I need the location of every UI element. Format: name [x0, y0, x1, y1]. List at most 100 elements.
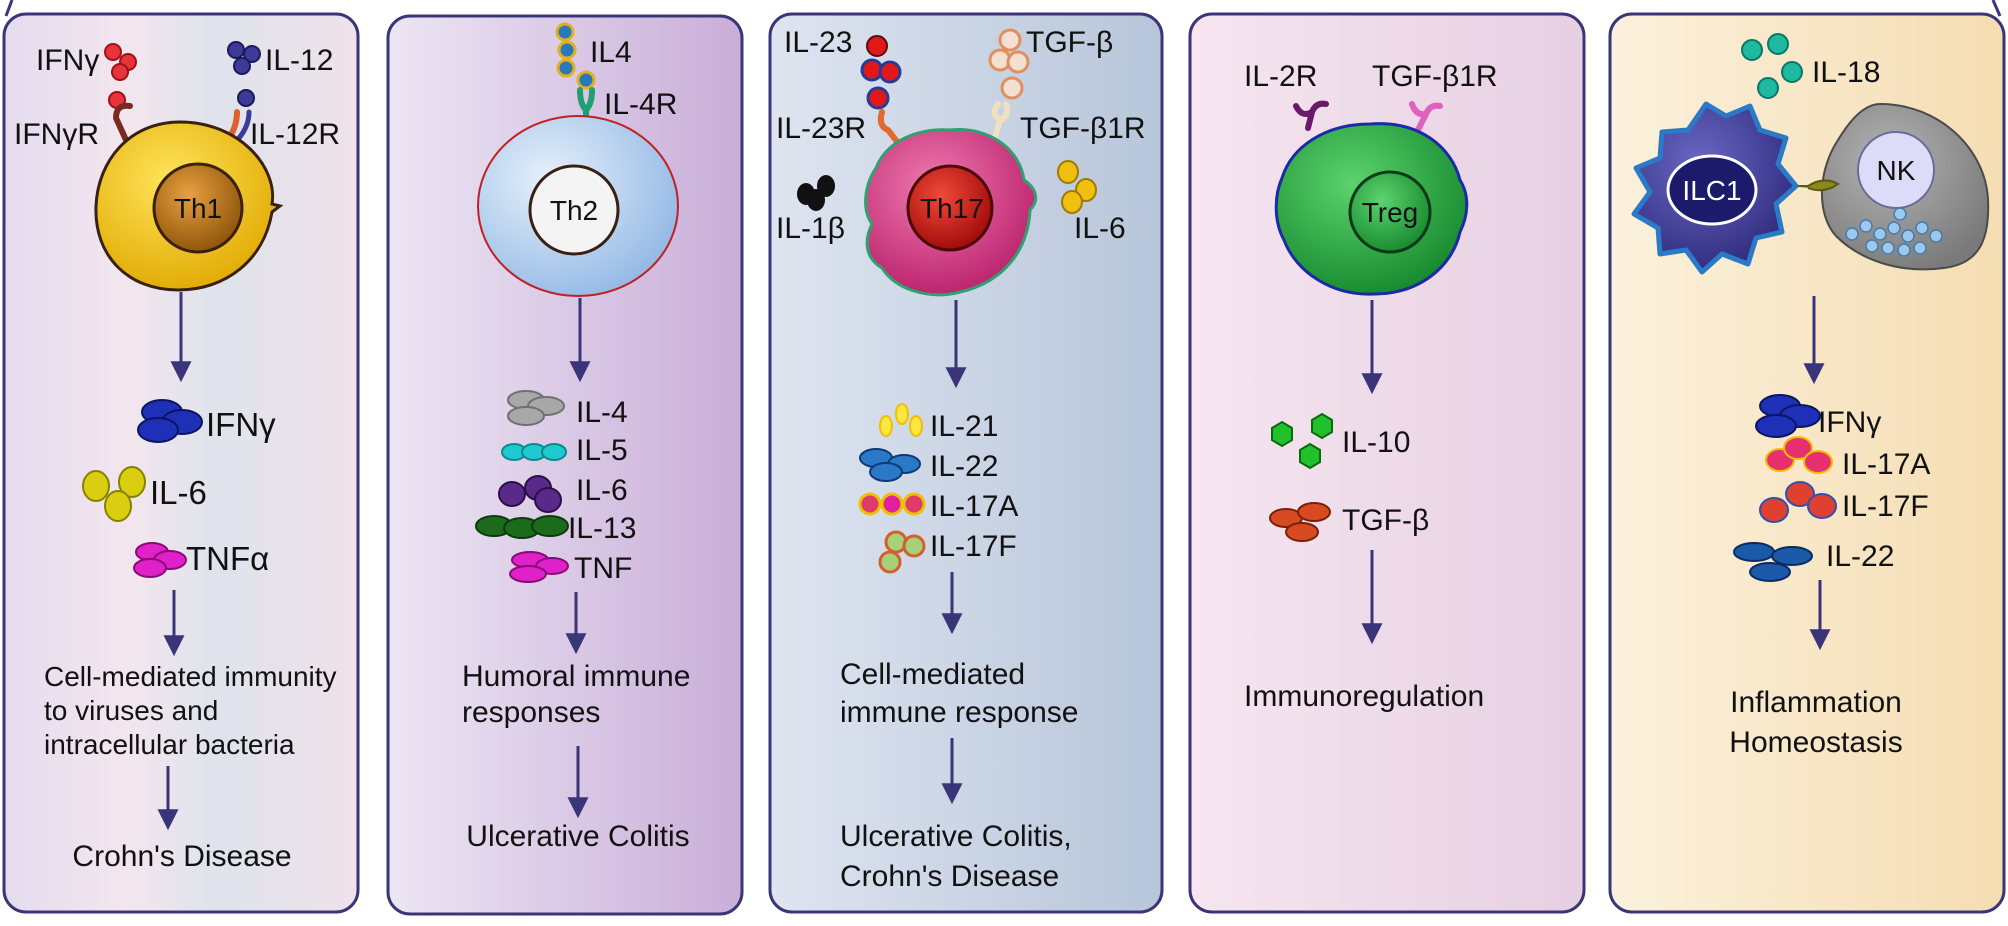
- ilc1-cell-label: ILC1: [1682, 175, 1741, 206]
- th2-cell-label: Th2: [550, 195, 598, 226]
- th1-ligand-il12: IL-12: [265, 44, 333, 77]
- panel-th17: IL-23 TGF-β IL-23R TGF-β1R IL-1β IL-6 Th…: [768, 12, 1164, 914]
- panel-th1: IFNγ IL-12 IFNγR IL-12R Th1 IFNγ IL-6: [2, 12, 360, 914]
- th1-disease: Crohn's Disease: [72, 840, 291, 873]
- il12-ligand-icon: [227, 41, 261, 107]
- ifng-ilc1-output-icon: [1755, 394, 1821, 438]
- il6-th2-output-icon: [498, 475, 562, 513]
- treg-nucleus-icon: [1348, 170, 1432, 254]
- tgfb1r-treg-receptor-icon: [1409, 101, 1443, 133]
- il22-ilc1-output-icon: [1733, 542, 1813, 582]
- tgfb-ligand-icon: [988, 28, 1030, 100]
- th17-output-il17a: IL-17A: [930, 490, 1018, 523]
- ilc1-output-il17f: IL-17F: [1842, 490, 1929, 523]
- tgfb-output-icon: [1269, 502, 1331, 542]
- il17f-ilc1-output-icon: [1759, 481, 1837, 523]
- ifngr-receptor-icon: [113, 102, 133, 143]
- il10-output-icon: [1271, 412, 1333, 470]
- il17a-output-icon: [858, 492, 926, 516]
- ilc1-output-il22: IL-22: [1826, 540, 1894, 573]
- th2-receptor-il4r: IL-4R: [604, 88, 677, 121]
- th17-nucleus-icon: [906, 164, 994, 252]
- tnfa-output-icon: [133, 542, 187, 578]
- th1-ligand-ifng: IFNγ: [36, 44, 99, 77]
- th1-output-tnfa: TNFα: [186, 540, 269, 577]
- th17-ligand-il1b: IL-1β: [776, 212, 845, 245]
- ilc1-ligand-il18: IL-18: [1812, 56, 1880, 89]
- th17-receptor-tgfb1r: TGF-β1R: [1020, 112, 1146, 145]
- treg-output-il10: IL-10: [1342, 426, 1410, 459]
- th1-output-ifng: IFNγ: [206, 406, 276, 443]
- th2-response-line-1: Humoral immune: [462, 660, 690, 693]
- il2r-receptor-icon: [1293, 100, 1329, 131]
- il17f-output-icon: [878, 530, 926, 574]
- il13-output-icon: [475, 515, 569, 539]
- th17-response-line-1: Cell-mediated: [840, 658, 1025, 691]
- panel-ilc1: IL-18 NK ILC1 IFNγ: [1608, 12, 2006, 914]
- ilc1-nucleus-icon: [1666, 154, 1758, 226]
- th2-output-tnf: TNF: [574, 552, 632, 585]
- panel-th1-frame: [2, 12, 360, 914]
- tnf-output-icon: [509, 551, 569, 583]
- il21-output-icon: [879, 403, 923, 437]
- il6-output-icon: [82, 466, 146, 522]
- panel-treg: IL-2R TGF-β1R Treg IL-10 TGF-β Immunoreg…: [1188, 12, 1586, 914]
- nk-granules-icon: [1845, 207, 1943, 257]
- th17-output-il22: IL-22: [930, 450, 998, 483]
- th17-output-il21: IL-21: [930, 410, 998, 443]
- th1-response-line-2: to viruses and: [44, 695, 218, 726]
- th1-response-line-3: intracellular bacteria: [44, 729, 295, 760]
- th17-ligand-tgfb: TGF-β: [1026, 26, 1113, 59]
- ilc1-output-il17a: IL-17A: [1842, 448, 1930, 481]
- th1-receptor-il12r: IL-12R: [250, 118, 340, 151]
- nk-nucleus-icon: [1857, 131, 1935, 209]
- th2-response-line-2: responses: [462, 696, 600, 729]
- il1b-ligand-icon: [797, 175, 835, 211]
- il23-ligand-icon: [860, 35, 902, 110]
- th1-cell-label: Th1: [174, 193, 222, 224]
- th17-disease-line-2: Crohn's Disease: [840, 860, 1059, 893]
- th17-disease-line-1: Ulcerative Colitis,: [840, 820, 1072, 853]
- th2-output-il6: IL-6: [576, 474, 628, 507]
- ilc1-response-line-2: Homeostasis: [1729, 726, 1902, 759]
- il17a-ilc1-output-icon: [1765, 436, 1833, 474]
- nk-receptor-icon: [1790, 179, 1840, 192]
- th17-ligand-il6: IL-6: [1074, 212, 1126, 245]
- tgfb1r-receptor-icon: [991, 101, 1011, 143]
- th17-response-line-2: immune response: [840, 696, 1078, 729]
- il4-output-icon: [507, 390, 565, 426]
- treg-cell-label: Treg: [1362, 197, 1419, 228]
- th2-output-il13: IL-13: [568, 512, 636, 545]
- th17-cell-label: Th17: [920, 193, 984, 224]
- th1-output-il6: IL-6: [150, 474, 207, 511]
- th1-receptor-ifngr: IFNγR: [14, 118, 99, 151]
- il6-th17-ligand-icon: [1057, 160, 1097, 214]
- th1-nucleus-icon: [152, 162, 244, 254]
- bracket-left: [4, 0, 14, 17]
- ilc1-output-ifng: IFNγ: [1818, 406, 1881, 439]
- th2-output-il5: IL-5: [576, 434, 628, 467]
- th17-receptor-il23r: IL-23R: [776, 112, 866, 145]
- nk-cell-label: NK: [1877, 155, 1916, 186]
- th1-response-line-1: Cell-mediated immunity: [44, 661, 337, 692]
- il18-ligand-icon: [1741, 33, 1803, 99]
- treg-receptor-tgfb1r: TGF-β1R: [1372, 60, 1498, 93]
- il22-output-icon: [859, 448, 921, 482]
- th2-nucleus-icon: [528, 164, 620, 256]
- ifng-output-icon: [137, 399, 203, 443]
- th2-output-il4: IL-4: [576, 396, 628, 429]
- ilc1-response-line-1: Inflammation: [1730, 686, 1902, 719]
- il5-output-icon: [501, 443, 567, 461]
- th17-output-il17f: IL-17F: [930, 530, 1017, 563]
- treg-receptor-il2r: IL-2R: [1244, 60, 1317, 93]
- panel-th2: IL4 IL-4R Th2 IL-4 IL-5 IL-6: [386, 14, 744, 916]
- treg-output-tgfb: TGF-β: [1342, 504, 1429, 537]
- treg-response: Immunoregulation: [1244, 680, 1484, 713]
- th17-ligand-il23: IL-23: [784, 26, 852, 59]
- th2-ligand-il4: IL4: [590, 36, 632, 69]
- bracket-right: [1991, 0, 2002, 17]
- il4-ligand-icon: [555, 22, 596, 90]
- th2-disease: Ulcerative Colitis: [466, 820, 689, 853]
